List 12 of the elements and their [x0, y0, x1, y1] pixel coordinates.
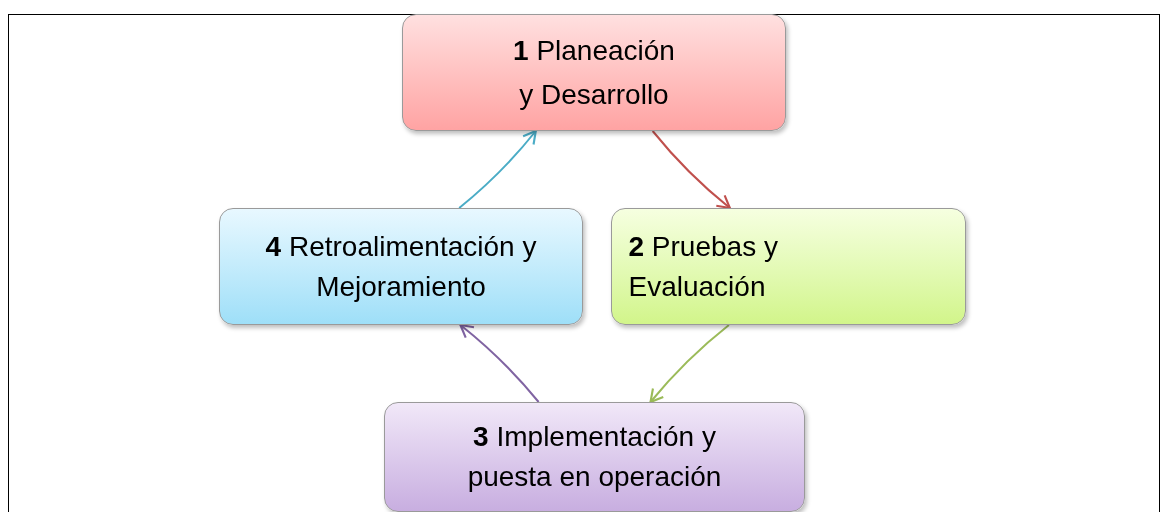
step-label: 4 Retroalimentación y Mejoramiento	[264, 229, 538, 304]
process-box	[402, 14, 786, 131]
step-label: 3 Implementación y puesta en operación	[466, 420, 723, 494]
arrow	[649, 324, 730, 404]
arrow	[651, 130, 731, 210]
step-label: 2 Pruebas y Evaluación	[628, 229, 779, 304]
process-box	[219, 208, 583, 325]
arrow	[458, 129, 537, 209]
step-label: 1 Planeación y Desarrollo	[512, 33, 676, 112]
process-box	[384, 402, 805, 512]
process-box	[611, 208, 966, 325]
arrow	[459, 323, 540, 403]
